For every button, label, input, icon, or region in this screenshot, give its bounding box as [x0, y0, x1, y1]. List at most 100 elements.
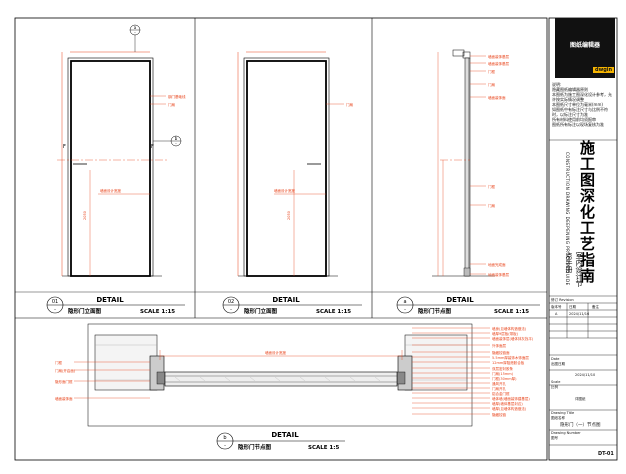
sec-b-right-1: 墙厚9层板(带板): [492, 331, 519, 336]
door-elevation-02: 门扇 墙面设计宽度 2050: [237, 51, 354, 277]
callout-b-sub: -: [175, 141, 177, 146]
main-title-en: CONSTRUCTION DRAWING DEEPENING PROCESS G…: [565, 152, 570, 286]
door-section-b: 墙面设计宽度 门框 门扇(开启面) 隐形面门框 墙面装饰面 墙身(见: [55, 323, 534, 451]
sec-b-right-0: 墙身(见墙体构造做法): [492, 326, 527, 331]
tb-project: 详图纸: [575, 396, 586, 401]
sec-a-label-5: 门框: [488, 184, 496, 189]
tb-date-value: 出图日期: [551, 361, 565, 366]
view-02-sub: -: [230, 307, 232, 313]
sec-b-right-12: 铝合金门框: [492, 391, 510, 396]
tb-rev-h2: 备注: [592, 304, 600, 309]
view-b-scale: SCALE 1:5: [308, 445, 339, 451]
sec-b-right-3: 外饰面层: [492, 343, 506, 348]
door01-label-2: 墙面设计宽度: [100, 188, 121, 193]
sec-b-right-6: 12mm厚阻燃胶合板: [492, 360, 525, 365]
titleblock-main-title: 施工图深化工艺指南 CONSTRUCTION DRAWING DEEPENING…: [565, 140, 599, 290]
note-3: 本图纸尺寸单位为毫米(mm): [552, 102, 603, 107]
note-4: 如图纸中有标注尺寸与比例不符时，以标注尺寸为准: [552, 107, 608, 117]
view-b-title: 隐形门节点图: [238, 443, 272, 451]
titleblock-grid: [549, 139, 617, 446]
note-1: 隐藏图纸编辑器原则: [552, 87, 588, 92]
logo-badge: dwgin: [593, 67, 615, 73]
tb-date-num: 2024/11/10: [575, 373, 595, 377]
view-01-title: 隐形门立面图: [68, 307, 102, 315]
logo-text: 图纸编辑器: [569, 42, 600, 49]
sec-b-right-2: 墙面装饰层(墙体抹灰找平): [492, 336, 534, 341]
sec-a-label-3: 门扇: [488, 82, 496, 87]
sec-b-right-14: 墙厚(墙体基层封边): [492, 401, 523, 406]
sec-b-right-10: 通风开孔: [492, 381, 506, 386]
tb-rev-r1: 2024/11/16: [569, 312, 589, 316]
door02-label-0: 门扇: [346, 102, 354, 107]
callout-a-sub: -: [134, 30, 136, 35]
tb-drawing-name: 隐形门（一）节点图: [560, 421, 601, 428]
tb-no-value: 图号: [551, 435, 559, 440]
tb-rev-h0: 版本号: [551, 304, 562, 309]
door02-label-2: 2050: [287, 211, 291, 220]
main-title-zh: 施工图深化工艺指南: [578, 140, 596, 284]
view-02-num: 02: [228, 299, 234, 305]
view-01-sub: -: [54, 307, 56, 313]
sec-a-label-8: 地面装饰基层: [488, 272, 509, 277]
titleblock-logo: 图纸编辑器 dwgin: [555, 18, 615, 78]
tb-no-label: Drawing Number: [551, 431, 581, 435]
note-0: 说明:: [552, 82, 562, 87]
sec-b-right-7: 双层密封胶条: [492, 366, 513, 371]
door02-label-1: 墙面设计宽度: [274, 188, 295, 193]
sec-b-right-4: 隐藏铰链面: [492, 350, 510, 355]
door01-label-0: 钢门基础线: [168, 94, 186, 99]
tb-scale-label: Scale: [551, 380, 560, 384]
sec-a-label-7: 地面完成面: [488, 262, 506, 267]
view-02-detail: DETAIL: [272, 296, 300, 304]
tb-title-label: Drawing Title: [551, 411, 574, 415]
sec-b-right-13: 墙体墙(墙面装饰建基层): [492, 396, 530, 401]
sec-b-right-15: 墙厚(见墙体构造做法): [492, 406, 527, 411]
view-a-detail: DETAIL: [446, 296, 474, 304]
tb-rev-r0: A: [555, 312, 558, 316]
sec-b-left-2: 隐形面门框: [55, 379, 73, 384]
note-2: 本图纸为施工图深化设计参考，允许按实际情况调整: [552, 92, 612, 102]
door01-mark-0: F: [63, 144, 66, 150]
tb-rev-h1: 日期: [569, 304, 577, 309]
sec-a-label-1: 墙面装饰基层: [488, 61, 509, 66]
view-a-title: 隐形门节点图: [418, 307, 452, 315]
tb-scale-value: 比例: [551, 384, 559, 389]
door-elevation-01: 钢门基础线 门扇 墙面设计宽度 2050 F F a - b -: [57, 24, 186, 277]
sec-b-left-1: 门扇(开启面): [55, 368, 76, 373]
view-01-scale: SCALE 1:15: [140, 309, 175, 315]
sec-a-label-2: 门框: [488, 69, 496, 74]
sec-a-label-0: 墙面装饰基层: [488, 54, 509, 59]
door01-label-1: 门扇: [168, 102, 175, 107]
door-section-a: 墙面装饰基层 墙面装饰基层 门框 门扇 墙面装饰面 门框 门扇 地面完成面 地面…: [432, 49, 509, 277]
tb-date-label: Date: [551, 357, 559, 361]
view-a-scale: SCALE 1:15: [494, 309, 529, 315]
view-02-title: 隐形门立面图: [244, 307, 278, 315]
callout-a-label: a: [134, 25, 137, 30]
note-5: 所有材料使用前均须报审: [552, 117, 596, 122]
sec-b-right-11: 门扇开孔: [492, 386, 506, 391]
sec-b-right-8: 门扇(15mm): [492, 371, 514, 376]
note-6: 图纸所有标注以现场复核为准: [552, 122, 604, 127]
view-02-scale: SCALE 1:15: [316, 309, 351, 315]
view-a-num: a: [403, 299, 406, 305]
sec-b-left-0: 门框: [55, 360, 62, 365]
sec-b-right-16: 隐藏铰链: [492, 412, 506, 417]
titleblock-notes: 说明: 隐藏图纸编辑器原则 本图纸为施工图深化设计参考，允许按实际情况调整 本图…: [552, 82, 614, 127]
tb-sheet-no: DT-01: [598, 451, 614, 457]
view-a-sub: -: [404, 307, 406, 313]
view-b-sub: -: [224, 443, 226, 449]
sec-b-dimension: 墙面设计宽度: [265, 350, 286, 355]
sec-b-right-5: 5.5mm厚装饰木饰面层: [492, 355, 529, 360]
main-title-sub: 室内设计节点手册: [565, 252, 583, 287]
sec-b-right-9: 门框(30mm厚): [492, 376, 517, 381]
door01-mark-1: F: [151, 144, 154, 150]
drawing-frame: [14, 17, 548, 461]
sec-a-label-6: 门扇: [488, 203, 496, 208]
tb-revision-label: 修订 Revision: [551, 297, 574, 302]
callout-b-label: b: [175, 136, 178, 141]
sec-a-label-4: 墙面装饰面: [488, 95, 506, 100]
view-b-detail: DETAIL: [271, 431, 299, 439]
sec-b-left-3: 墙面装饰面: [55, 396, 73, 401]
